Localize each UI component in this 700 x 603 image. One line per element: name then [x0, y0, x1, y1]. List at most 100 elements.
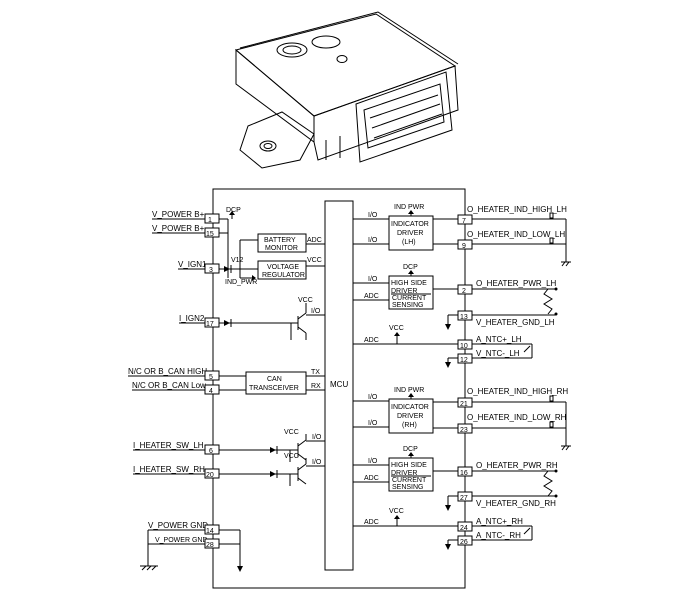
thermistor-icon	[523, 527, 531, 535]
heater-element-icon	[543, 288, 553, 315]
io-label-sw-lh: I/O	[312, 434, 322, 441]
signal-v-ign1: V_IGN1	[178, 260, 207, 269]
svg-text:5: 5	[209, 374, 213, 381]
v12-label: V12	[231, 257, 244, 264]
signal-v-power-b1: V_POWER B+	[152, 210, 205, 219]
svg-text:3: 3	[209, 267, 213, 274]
signal-ind-low-rh: O_HEATER_IND_LOW_RH	[467, 413, 567, 422]
can-section: N/C OR B_CAN HIGH 5 N/C OR B_CAN Low 4 C…	[128, 367, 325, 395]
heater-lh-section: HIGH SIDE DRIVER CURRENT SENSING DCP I/O…	[353, 264, 558, 330]
signal-can-low: N/C OR B_CAN Low	[132, 381, 206, 390]
svg-text:1: 1	[208, 217, 212, 224]
diode-icon-sw-rh	[270, 471, 276, 477]
svg-text:ADC: ADC	[364, 519, 379, 526]
signal-ntc-plus-rh: A_NTC+_RH	[476, 517, 523, 526]
ind-pwr-label-rh: IND PWR	[394, 387, 424, 394]
svg-text:9: 9	[462, 243, 466, 250]
svg-text:DRIVER: DRIVER	[397, 230, 423, 237]
svg-text:10: 10	[460, 343, 468, 350]
svg-text:HIGH SIDE: HIGH SIDE	[391, 280, 427, 287]
dcp-label-rh: DCP	[403, 446, 418, 453]
led-icon	[549, 395, 554, 402]
ntc-lh-section: VCC ADC 10 A_NTC+_LH 12 V_NTC-_LH	[353, 325, 533, 368]
ind-pwr-arrow-icon	[252, 275, 256, 281]
svg-text:(RH): (RH)	[402, 422, 417, 429]
diode-icon	[224, 266, 230, 272]
led-icon	[549, 212, 554, 219]
adc-label-battery: ADC	[307, 237, 322, 244]
svg-text:12: 12	[460, 357, 468, 364]
kia-logo-icon	[311, 35, 341, 49]
signal-v-power-gnd2: V_POWER GND	[155, 537, 208, 544]
connector-housing	[355, 71, 453, 163]
svg-text:I/O: I/O	[368, 420, 378, 427]
dcp-label-lh: DCP	[403, 264, 418, 271]
svg-text:CAN: CAN	[267, 376, 282, 383]
gnd-arrow-icon	[237, 566, 243, 572]
svg-text:7: 7	[462, 218, 466, 225]
signal-heater-pwr-lh: O_HEATER_PWR_LH	[476, 279, 557, 288]
signal-heater-gnd-lh: V_HEATER_GND_LH	[476, 318, 555, 327]
battery-monitor-block	[257, 233, 307, 253]
signal-heater-pwr-rh: O_HEATER_PWR_RH	[476, 461, 558, 470]
diode-icon-sw-lh	[270, 447, 276, 453]
io-label-ign2: I/O	[311, 308, 321, 315]
heater-switch-section: I_HEATER_SW_LH 6 VCC I/O I_HEATER_SW_RH …	[133, 429, 325, 486]
signal-heater-gnd-rh: V_HEATER_GND_RH	[476, 499, 556, 508]
svg-text:16: 16	[460, 470, 468, 477]
dcp-label-1: DCP	[226, 207, 241, 214]
signal-i-ign2: I_IGN2	[179, 314, 205, 323]
signal-ind-high-lh: O_HEATER_IND_HIGH_LH	[467, 205, 567, 214]
svg-text:ADC: ADC	[364, 293, 379, 300]
svg-text:ADC: ADC	[364, 475, 379, 482]
svg-text:BATTERY: BATTERY	[264, 237, 296, 244]
svg-text:27: 27	[460, 495, 468, 502]
svg-text:17: 17	[206, 321, 214, 328]
svg-text:TRANSCEIVER: TRANSCEIVER	[249, 385, 299, 392]
signal-v-power-gnd1: V_POWER GND	[148, 521, 208, 530]
io-label-sw-rh: I/O	[312, 459, 322, 466]
svg-text:INDICATOR: INDICATOR	[391, 404, 429, 411]
svg-text:28: 28	[206, 542, 214, 549]
signal-heater-sw-rh: I_HEATER_SW_RH	[133, 465, 205, 474]
vcc-label-ign2: VCC	[298, 297, 313, 304]
dcp-arrow-icon	[229, 211, 235, 215]
diode-icon-ign2	[224, 320, 230, 326]
svg-text:6: 6	[209, 448, 213, 455]
vcc-label-ntc-lh: VCC	[389, 325, 404, 332]
svg-text:MONITOR: MONITOR	[265, 245, 298, 252]
svg-text:INDICATOR: INDICATOR	[391, 221, 429, 228]
svg-text:REGULATOR: REGULATOR	[262, 272, 305, 279]
hyundai-logo-icon	[276, 42, 308, 58]
pb-mark-icon	[336, 55, 348, 63]
svg-text:ADC: ADC	[364, 337, 379, 344]
svg-text:I/O: I/O	[368, 458, 378, 465]
vcc-label-sw-rh: VCC	[284, 453, 299, 460]
svg-text:VOLTAGE: VOLTAGE	[267, 264, 299, 271]
svg-text:14: 14	[206, 528, 214, 535]
svg-text:24: 24	[460, 525, 468, 532]
thermistor-icon	[523, 345, 531, 353]
ign2-section: I_IGN2 17 VCC I/O	[179, 297, 325, 340]
voltage-regulator-block	[257, 260, 307, 280]
signal-ntc-plus-lh: A_NTC+_LH	[476, 335, 522, 344]
svg-text:23: 23	[460, 427, 468, 434]
hyundai-logo-inner	[282, 45, 302, 55]
svg-text:21: 21	[460, 401, 468, 408]
mount-hole-icon	[259, 140, 277, 152]
led-icon	[549, 421, 554, 428]
signal-heater-sw-lh: I_HEATER_SW_LH	[133, 441, 204, 450]
can-transceiver-block	[245, 371, 307, 395]
svg-text:SENSING: SENSING	[392, 484, 424, 491]
vcc-label-ntc-rh: VCC	[389, 508, 404, 515]
indicator-lh-section: INDICATOR DRIVER (LH) IND PWR I/O I/O 7 …	[353, 204, 571, 267]
mcu-block	[324, 200, 354, 571]
vcc-label-sw-lh: VCC	[284, 429, 299, 436]
svg-text:DRIVER: DRIVER	[391, 470, 417, 477]
svg-text:4: 4	[209, 388, 213, 395]
svg-text:I/O: I/O	[368, 212, 378, 219]
svg-text:I/O: I/O	[368, 237, 378, 244]
svg-text:26: 26	[460, 539, 468, 546]
signal-ntc-minus-lh: V_NTC-_LH	[476, 349, 520, 358]
